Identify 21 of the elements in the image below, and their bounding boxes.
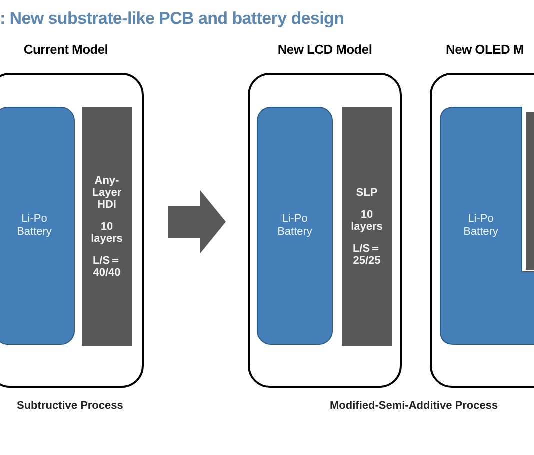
circuit-board [342,107,392,346]
board-spec: L/S＝ 40/40 [92,254,122,278]
board-spec: 10 layers [90,220,124,244]
process-label: Modified-Semi-Additive Process [330,399,498,414]
model-heading: New LCD Model [278,41,372,59]
battery-label: Li-Po Battery [462,213,500,239]
battery-label: Li-Po Battery [276,213,314,239]
battery [0,107,75,345]
model-heading: Current Model [24,41,108,59]
circuit-board [82,107,132,346]
board-spec: 10 layers [350,208,384,232]
board-spec: SLP [355,186,379,198]
title: : New substrate-like PCB and battery design [0,8,344,30]
battery-label: Li-Po Battery [16,213,53,239]
board-spec: Any-Layer HDI [91,174,123,210]
model-heading: New OLED M [446,41,524,59]
battery [440,107,534,345]
process-label: Subtructive Process [17,399,124,414]
block-arrow [168,190,226,254]
battery [257,107,333,345]
board-spec: L/S＝ 25/25 [352,242,382,266]
